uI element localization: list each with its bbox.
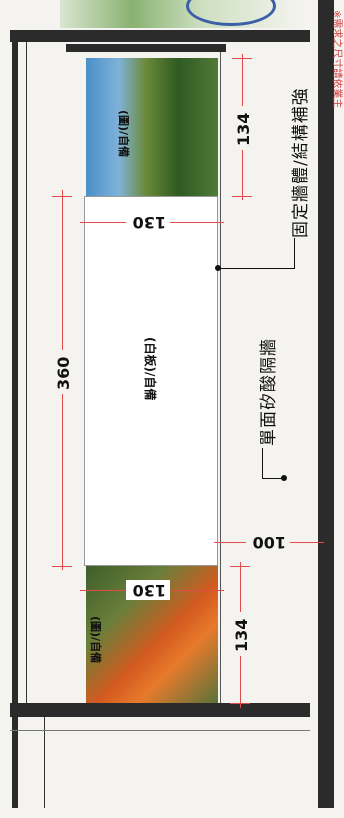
leader-structure-dot [215, 265, 221, 271]
photo-top-label: (圖)/自備 [117, 110, 130, 158]
dim-photo-bottom-height: 134 [232, 618, 251, 652]
wall-left-line [26, 42, 27, 703]
dim-gap: 100 [252, 533, 286, 552]
leader-partition-v [262, 448, 263, 478]
wall-bottom-beam [10, 703, 310, 717]
dim-photo-bottom-width-box [126, 580, 170, 600]
leader-structure-v [294, 238, 295, 269]
dim-photo-top-width-box [126, 212, 170, 232]
wall-right-post [318, 0, 334, 808]
dim-tick-whiteboard-top [52, 196, 72, 197]
wall-top-beam-inner [66, 44, 226, 52]
photo-bottom-label: (圖)/自備 [89, 616, 102, 664]
dim-photo-bottom-height-box [230, 612, 250, 656]
wall-top-beam [10, 30, 310, 42]
wall-inner-line [220, 52, 221, 703]
dim-photo-top-width: 130 [132, 213, 166, 232]
leader-partition-dot [281, 475, 287, 481]
annotation-structure: 固定牆體/結構補強 [291, 87, 311, 238]
whiteboard-label: (白板)/自備 [143, 337, 157, 401]
photo-panel-top: (圖)/自備 [86, 58, 218, 196]
dim-tick-photo-top-b [232, 196, 252, 197]
whiteboard-panel: (白板)/自備 [84, 196, 218, 566]
dim-tick-photo-bottom-b [230, 703, 250, 704]
leader-structure-h [218, 268, 294, 269]
dim-whiteboard-height: 360 [54, 356, 73, 390]
dim-gap-box [246, 532, 290, 552]
bottom-ground-line [10, 730, 310, 731]
leader-partition-h [262, 478, 284, 479]
wall-left-post [12, 30, 18, 808]
dim-tick-photo-bottom-a [230, 566, 250, 567]
dim-tick-photo-top-a [232, 58, 252, 59]
dim-photo-top-height-box [232, 106, 252, 150]
wall-left-line-2 [44, 717, 45, 808]
dim-whiteboard-height-box [52, 350, 72, 394]
margin-note: ※需求之尺寸請依業主 [331, 10, 342, 109]
dim-tick-whiteboard-bottom [52, 566, 72, 567]
annotation-partition: 單面矽酸隔牆 [259, 338, 279, 446]
dim-photo-bottom-width: 130 [132, 581, 166, 600]
dim-photo-top-height: 134 [234, 112, 253, 146]
